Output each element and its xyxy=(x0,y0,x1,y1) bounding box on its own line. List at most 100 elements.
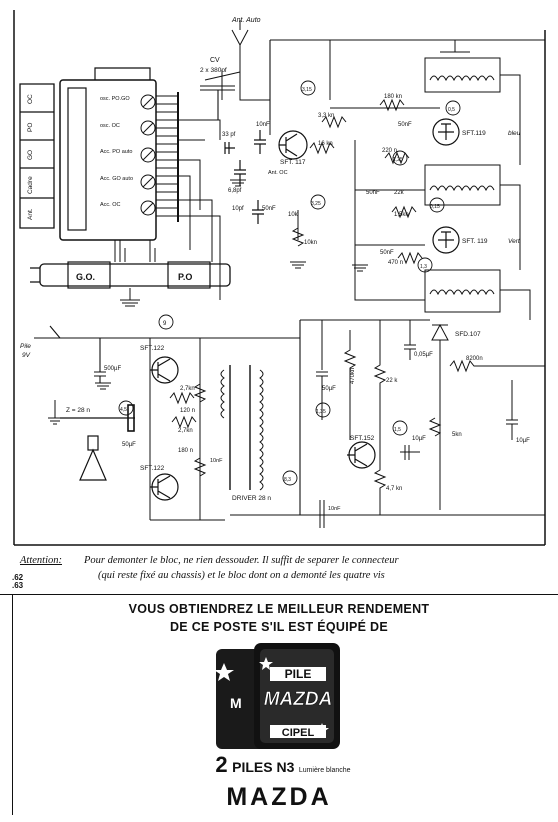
band-oc: OC xyxy=(27,94,34,104)
cap-50nf-c: 50nF xyxy=(366,190,380,196)
cv-label: CV xyxy=(210,57,220,64)
res-1-5k: 1,5kn xyxy=(394,212,409,218)
cap-50uf-a: 50µF xyxy=(122,442,136,448)
cap-6-8pf: 6,8pf xyxy=(228,188,242,194)
cap-50nf-a: 50nF xyxy=(262,206,276,212)
driver-label: DRIVER 28 n xyxy=(232,495,271,502)
res-22k-b: 22 k xyxy=(386,378,398,384)
cap-33pf: 33 pf xyxy=(222,132,236,138)
notice-text-1: Pour demonter le bloc, ne rien dessouder… xyxy=(84,555,399,566)
margin-ref-1: .62 xyxy=(12,573,24,582)
section-divider xyxy=(0,594,558,595)
cap-10uf-b: 10µF xyxy=(516,438,530,444)
tp9: 1,35 xyxy=(316,409,326,415)
product-qty: 2 xyxy=(215,752,228,777)
speaker xyxy=(60,404,135,481)
key-2: osc. OC xyxy=(100,123,120,129)
diode-label: SFD.107 xyxy=(455,331,481,338)
switch-label: Ant. OC xyxy=(268,170,288,176)
tp2: 0,5 xyxy=(448,107,455,113)
ad-frame xyxy=(12,595,545,815)
key-1: osc. PO.GO xyxy=(100,96,130,102)
transistor-t4 xyxy=(150,356,179,384)
band-cadre: Cadre xyxy=(27,176,34,194)
res-220k: 220 n xyxy=(382,148,397,154)
battery-label: Pile xyxy=(20,343,31,350)
res-3-3k: 3,3 kn xyxy=(318,113,334,119)
res-470: 470 n xyxy=(388,260,403,266)
res-180: 180 n xyxy=(178,448,193,454)
circuit-schematic: Ant. Auto CV 2 x 380pf OC PO GO Cadre An… xyxy=(13,10,546,546)
res-10k-a: 10k xyxy=(288,212,299,218)
tp7: 9 xyxy=(163,321,167,327)
res-2-7k-a: 2,7kn xyxy=(180,386,195,392)
margin-refs: .62 .63 xyxy=(12,574,23,590)
label-t5: SFT.122 xyxy=(140,465,165,472)
tp6: 1,3 xyxy=(420,264,427,270)
notice-text-2: (qui reste fixé au chassis) et le bloc d… xyxy=(98,570,385,581)
svg-text:M: M xyxy=(230,695,242,711)
band-ant: Ant. xyxy=(27,208,34,220)
pack-brand-label: MAZDA xyxy=(264,689,333,710)
cap-10pf: 10pf xyxy=(232,206,244,212)
key-5: Acc. OC xyxy=(100,202,121,208)
ferrite-antenna xyxy=(30,240,231,301)
transistor-t1 xyxy=(278,130,308,160)
res-2-7k-b: 2,7kn xyxy=(178,428,193,434)
margin-ref-2: .63 xyxy=(12,581,24,590)
transistor-t6 xyxy=(347,441,376,469)
tag-t2: bleu xyxy=(508,130,521,137)
key-4: Acc. GO auto xyxy=(100,176,133,182)
pack-top-label: PILE xyxy=(285,667,312,681)
tp1: 3,15 xyxy=(302,87,312,93)
cap-0-05uf: 0,05µF xyxy=(414,352,433,358)
battery-pack-image: PILE MAZDA CIPEL M xyxy=(214,643,340,749)
band-switch xyxy=(19,67,179,241)
cap-500uf: 500µF xyxy=(104,366,121,372)
cv-value: 2 x 380pf xyxy=(200,67,227,74)
antenna-label: Ant. Auto xyxy=(231,17,261,24)
res-4-7k: 4,7 kn xyxy=(386,486,402,492)
product-name: PILES N3 xyxy=(232,759,295,775)
tag-t3: Vert xyxy=(508,238,521,245)
notice-line-2: (qui reste fixé au chassis) et le bloc d… xyxy=(20,568,545,583)
transistor-t3 xyxy=(432,226,460,254)
transistor-t2 xyxy=(432,118,460,146)
if-transformers xyxy=(354,40,531,320)
res-22k-a: 22k xyxy=(394,190,405,196)
battery-voltage: 9V xyxy=(22,352,31,359)
res-470k: 470kn xyxy=(350,368,356,384)
res-120: 120 n xyxy=(180,408,195,414)
cap-50nf-b: 50nF xyxy=(398,122,412,128)
driver-transformer xyxy=(220,365,264,491)
notice-label: Attention: xyxy=(20,555,62,566)
ad-headline-2: DE CE POSTE S'IL EST ÉQUIPÉ DE xyxy=(169,620,389,634)
product-subtitle: Lumière blanche xyxy=(298,767,351,774)
cap-50nf-d: 50nF xyxy=(380,250,394,256)
res-8200: 8200n xyxy=(466,356,483,362)
label-t6: SFT.152 xyxy=(350,435,375,442)
pot-5k: 5kn xyxy=(452,432,462,438)
ad-headline-1: VOUS OBTIENDREZ LE MEILLEUR RENDEMENT xyxy=(128,602,430,616)
cap-10nf-c: 10nF xyxy=(328,506,341,512)
tp8: 4,5 xyxy=(120,407,127,413)
res-16k: 16 kn xyxy=(318,141,333,147)
product-line: 2 PILES N3 Lumière blanche xyxy=(178,752,388,778)
speaker-impedance: Z = 28 n xyxy=(66,407,90,414)
res-180k: 180 kn xyxy=(384,94,402,100)
label-t4: SFT.122 xyxy=(140,345,165,352)
brand-logo: MAZDA xyxy=(226,783,332,811)
tp10: 1,5 xyxy=(394,427,401,433)
ferrite-po-label: P.O xyxy=(178,272,192,282)
label-t1: SFT. 117 xyxy=(280,159,306,166)
ferrite-go-label: G.O. xyxy=(76,272,95,282)
transistor-t5 xyxy=(150,473,179,501)
label-t2: SFT.119 xyxy=(462,130,486,137)
tp5: 0,15 xyxy=(430,204,440,210)
pack-bottom-label: CIPEL xyxy=(282,727,315,739)
band-po: PO xyxy=(27,123,34,132)
label-t3: SFT. 119 xyxy=(462,238,488,245)
tp11: 8,3 xyxy=(284,477,291,483)
band-go: GO xyxy=(27,150,34,160)
